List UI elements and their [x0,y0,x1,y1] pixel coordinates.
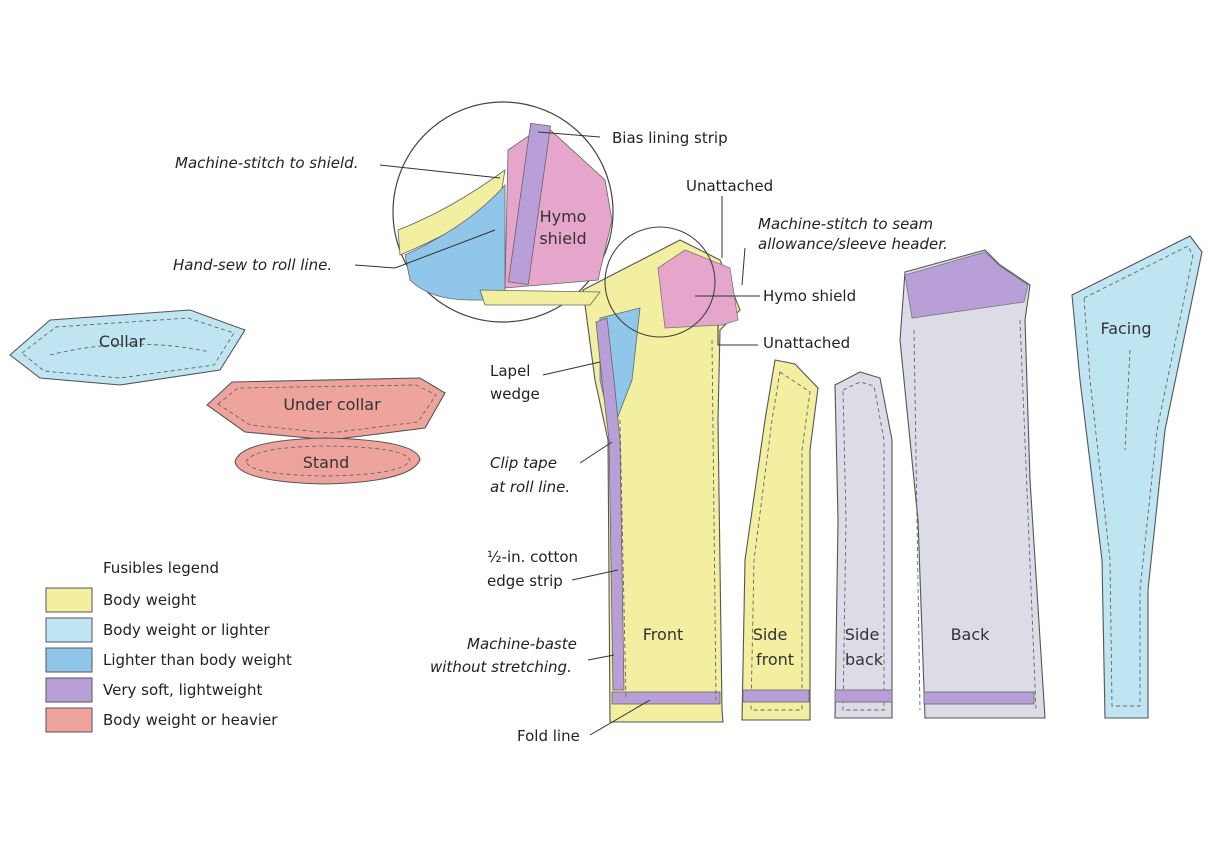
callout-machine-stitch-shield: Machine-stitch to shield. [175,154,358,172]
callout-machine-stitch-seam-1: Machine-stitch to seam [758,215,933,233]
callout-cotton-strip-1: ½-in. cotton [487,548,578,566]
callout-cotton-strip-2: edge strip [487,572,563,590]
under-collar-label: Under collar [283,395,381,414]
legend-label-body-weight: Body weight [103,591,196,609]
legend-swatch-very-soft [45,677,93,703]
stand-label: Stand [303,453,350,472]
back-piece: Back [899,249,1046,719]
fusibles-legend: Fusibles legend Body weight Body weight … [45,559,292,733]
facing-label: Facing [1100,319,1151,338]
callout-hymo-shield: Hymo shield [763,287,856,305]
callouts: Bias lining strip Machine-stitch to shie… [173,129,948,745]
callout-clip-tape-2: at roll line. [490,478,570,496]
callout-unattached-bottom: Unattached [763,334,850,352]
collar-label: Collar [99,332,146,351]
back-label: Back [951,625,991,644]
side-back-label-2: back [845,650,884,669]
hymo-shield-detail-label-2: shield [539,229,586,248]
callout-machine-baste-2: without stretching. [430,658,572,676]
stand-piece: Stand [234,437,421,485]
detail-magnifier: Hymo shield [392,101,614,323]
callout-fold-line: Fold line [517,727,580,745]
leader-lines [354,131,760,736]
callout-clip-tape-1: Clip tape [490,454,557,472]
front-piece: Front [582,239,741,723]
callout-machine-stitch-seam-2: allowance/sleeve header. [758,235,948,253]
side-front-label-1: Side [753,625,788,644]
under-collar-piece: Under collar [206,377,446,441]
hymo-shield-detail-label-1: Hymo [540,207,587,226]
callout-hand-sew-roll: Hand-sew to roll line. [173,256,332,274]
legend-label-very-soft: Very soft, lightweight [103,681,263,699]
front-label: Front [643,625,683,644]
side-front-label-2: front [756,650,794,669]
legend-label-lighter: Lighter than body weight [103,651,292,669]
side-back-piece: Side back [834,371,893,719]
collar-piece: Collar [9,309,246,386]
legend-swatch-body-weight-or-lighter [45,617,93,643]
legend-swatch-lighter [45,647,93,673]
legend-swatch-heavier [45,707,93,733]
legend-swatch-body-weight [45,587,93,613]
callout-unattached-top: Unattached [686,177,773,195]
side-back-label-1: Side [845,625,880,644]
callout-bias-lining-strip: Bias lining strip [612,129,728,147]
side-front-piece: Side front [741,359,819,721]
facing-piece: Facing [1071,235,1203,719]
legend-label-heavier: Body weight or heavier [103,711,278,729]
callout-lapel-wedge-2: wedge [490,385,540,403]
legend-label-body-weight-or-lighter: Body weight or lighter [103,621,271,639]
callout-lapel-wedge-1: Lapel [490,362,530,380]
legend-title: Fusibles legend [103,559,219,577]
shoulder-detail-circle [604,226,716,338]
callout-machine-baste-1: Machine-baste [467,635,577,653]
